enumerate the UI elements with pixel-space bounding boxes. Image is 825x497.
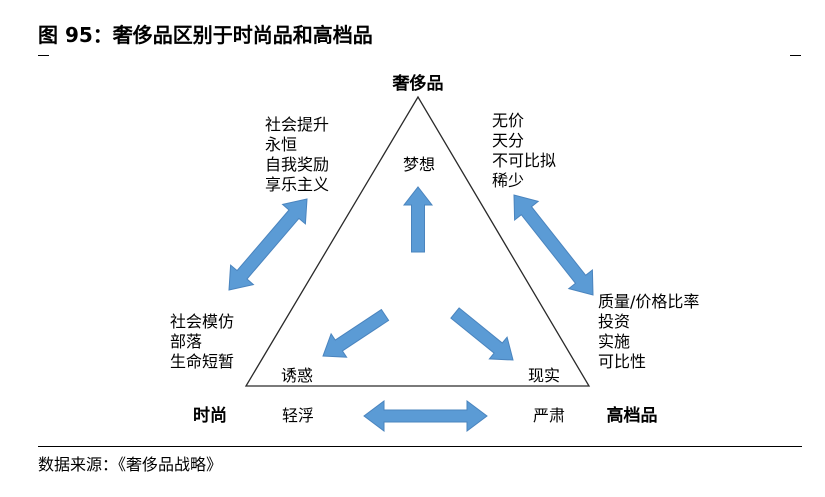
upper-left-item: 永恒 xyxy=(265,135,298,154)
source-note: 数据来源：《奢侈品战略》 xyxy=(38,455,223,474)
base-serious-label: 严肃 xyxy=(532,406,566,425)
upper-right-item: 不可比拟 xyxy=(492,151,557,170)
right-side-double-arrow xyxy=(513,194,594,296)
upper-right-item: 无价 xyxy=(492,111,525,130)
left-side-double-arrow xyxy=(228,198,308,291)
base-double-arrow xyxy=(363,400,488,432)
lower-left-item: 生命短暂 xyxy=(170,352,235,371)
inner-temptation-label: 诱惑 xyxy=(280,366,314,385)
temptation-arrow xyxy=(322,308,390,358)
inner-reality-label: 现实 xyxy=(527,366,561,385)
inner-dream-label: 梦想 xyxy=(402,155,436,174)
upper-right-item: 天分 xyxy=(492,131,525,150)
dream-up-arrow xyxy=(402,186,434,253)
lower-right-item: 实施 xyxy=(598,332,631,351)
header-tick-right xyxy=(790,55,801,56)
lower-right-item: 投资 xyxy=(598,312,631,331)
footer-rule xyxy=(38,446,802,447)
lower-left-list: 社会模仿 部落 生命短暂 xyxy=(170,312,234,372)
upper-left-item: 享乐主义 xyxy=(265,175,330,194)
vertex-premium-label: 高档品 xyxy=(606,406,658,426)
lower-right-item: 质量/价格比率 xyxy=(598,292,700,311)
figure-title: 图 95：奢侈品区别于时尚品和高档品 xyxy=(38,23,373,47)
header-tick-left xyxy=(38,55,49,56)
lower-right-list: 质量/价格比率 投资 实施 可比性 xyxy=(598,292,699,372)
upper-left-item: 社会提升 xyxy=(265,115,330,134)
lower-left-item: 社会模仿 xyxy=(170,312,235,331)
upper-left-item: 自我奖励 xyxy=(265,155,330,174)
upper-right-item: 稀少 xyxy=(492,171,525,190)
triangle-outline xyxy=(244,95,591,387)
vertex-fashion-label: 时尚 xyxy=(193,406,227,426)
upper-left-list: 社会提升 永恒 自我奖励 享乐主义 xyxy=(265,115,329,195)
base-frivolous-label: 轻浮 xyxy=(281,406,315,425)
lower-right-item: 可比性 xyxy=(598,352,647,371)
vertex-luxury-label: 奢侈品 xyxy=(392,74,444,94)
reality-arrow xyxy=(450,307,514,361)
upper-right-list: 无价 天分 不可比拟 稀少 xyxy=(492,111,556,191)
lower-left-item: 部落 xyxy=(170,332,203,351)
